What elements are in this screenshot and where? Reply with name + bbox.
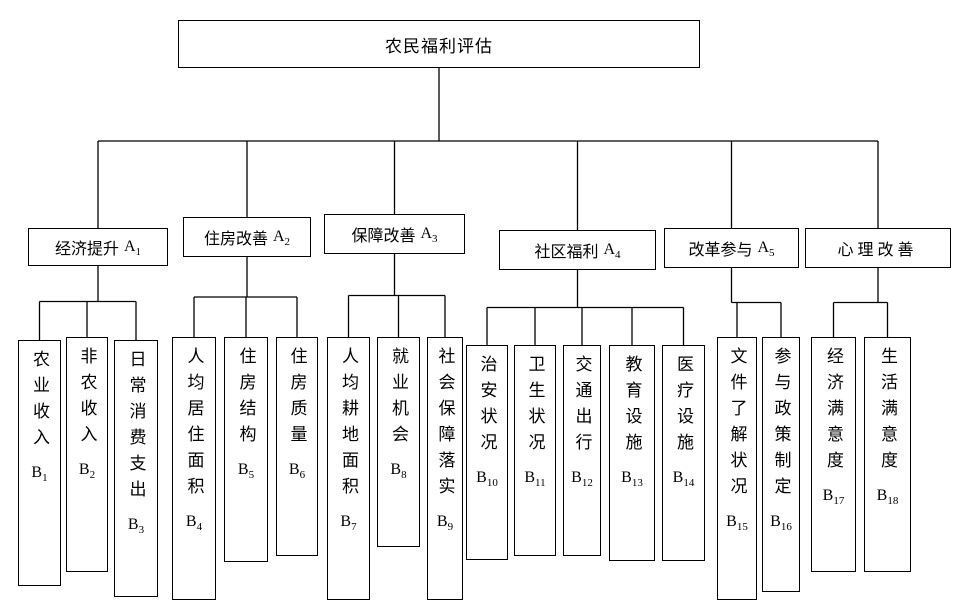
node-b15-document-understanding: 文件了解状况 B15 (717, 337, 757, 600)
node-b7-per-capita-cultivated-area: 人均耕地面积 B7 (327, 337, 370, 600)
node-label: 农民福利评估 (385, 36, 493, 56)
node-b14-medical-facilities: 医疗设施 B14 (662, 345, 705, 561)
node-b1-agricultural-income: 农业收入 B1 (18, 340, 61, 586)
node-label: 卫生状况 (525, 355, 545, 459)
node-label: 治安状况 (477, 355, 497, 459)
node-label: 参与政策制定 (771, 347, 791, 503)
node-root-farmer-welfare-evaluation: 农民福利评估 (178, 20, 700, 68)
node-label: 文件了解状况 (727, 347, 747, 503)
node-tag: B9 (436, 513, 454, 534)
node-b17-economic-satisfaction: 经济满意度 B17 (811, 337, 856, 572)
node-label: 经济提升 (54, 241, 119, 258)
node-b13-education-facilities: 教育设施 B13 (609, 345, 655, 561)
node-tag: B7 (340, 513, 357, 534)
node-tag: B4 (185, 513, 203, 534)
node-b16-policy-participation: 参与政策制定 B16 (762, 337, 800, 592)
node-b10-public-security: 治安状况 B10 (466, 345, 508, 560)
node-label: 保障改善 (351, 228, 416, 245)
node-tag: B10 (476, 469, 498, 490)
node-b6-housing-quality: 住房质量 B6 (276, 337, 318, 556)
node-label: 就业机会 (389, 347, 408, 451)
node-label: 医疗设施 (674, 355, 693, 459)
node-label: 人均居住面积 (184, 347, 204, 503)
node-label: 人均耕地面积 (339, 347, 358, 503)
node-a2-housing-improvement: 住房改善 A2 (183, 217, 311, 257)
node-label: 住房改善 (203, 231, 268, 248)
node-tag: B14 (672, 469, 695, 490)
node-tag: A5 (757, 239, 775, 260)
node-label: 日常消费支出 (126, 350, 146, 506)
node-b3-daily-consumption-expenditure: 日常消费支出 B3 (114, 340, 158, 597)
node-label: 心 理 改 善 (837, 242, 914, 259)
node-b9-social-security-implementation: 社会保障落实 B9 (427, 337, 463, 600)
node-b2-non-agricultural-income: 非农收入 B2 (66, 337, 108, 572)
node-label: 住房结构 (236, 347, 256, 451)
node-label: 住房质量 (287, 347, 307, 451)
node-tag: A1 (123, 238, 142, 259)
node-tag: B18 (876, 487, 899, 508)
node-tag: B5 (237, 461, 255, 482)
node-label: 交通出行 (572, 355, 592, 459)
node-a3-security-improvement: 保障改善 A3 (324, 214, 465, 254)
node-b11-sanitation: 卫生状况 B11 (514, 345, 556, 556)
node-tag: A3 (420, 225, 438, 246)
node-tag: B13 (621, 469, 643, 490)
node-label: 改革参与 (688, 242, 753, 259)
node-tag: B8 (390, 461, 407, 482)
node-b5-housing-structure: 住房结构 B5 (224, 337, 268, 562)
node-tag: A2 (272, 228, 291, 249)
node-label: 农业收入 (30, 350, 49, 454)
node-tag: B15 (726, 513, 748, 534)
node-label: 社会保障落实 (435, 347, 455, 503)
node-a5-reform-participation: 改革参与 A5 (664, 228, 799, 268)
node-b8-employment-opportunity: 就业机会 B8 (377, 337, 420, 547)
node-tag: B12 (571, 469, 593, 490)
node-a1-economic-improvement: 经济提升 A1 (28, 228, 168, 266)
node-b12-transportation: 交通出行 B12 (563, 345, 601, 556)
node-a4-community-welfare: 社区福利 A4 (499, 230, 656, 270)
node-tag: B11 (524, 469, 546, 490)
node-label: 非农收入 (77, 347, 97, 451)
node-tag: B17 (822, 487, 845, 508)
node-label: 社区福利 (534, 244, 599, 261)
node-b4-per-capita-living-area: 人均居住面积 B4 (172, 337, 216, 600)
node-tag: B3 (127, 516, 145, 537)
node-a6-psychological-improvement: 心 理 改 善 (805, 228, 951, 268)
node-tag: B16 (770, 513, 792, 534)
node-b18-life-satisfaction: 生活满意度 B18 (864, 337, 911, 572)
node-tag: A4 (603, 241, 621, 262)
node-label: 教育设施 (622, 355, 642, 459)
node-tag: B6 (288, 461, 306, 482)
node-label: 经济满意度 (824, 347, 843, 477)
node-tag: B2 (78, 461, 96, 482)
node-label: 生活满意度 (878, 347, 897, 477)
node-tag: B1 (31, 464, 48, 485)
